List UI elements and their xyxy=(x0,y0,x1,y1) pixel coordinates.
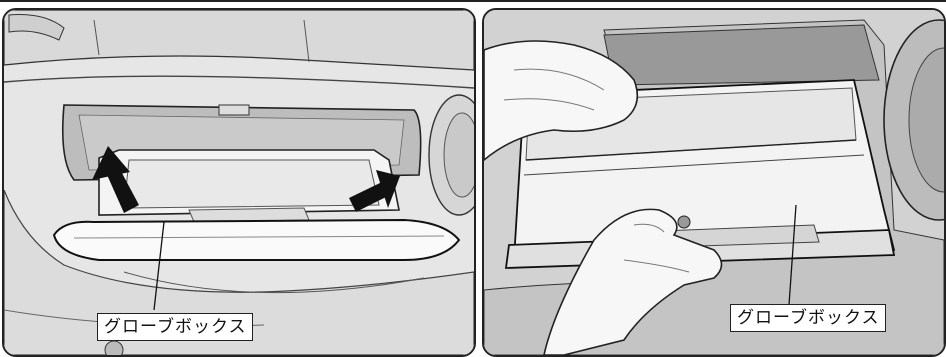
left-illustration-panel: グローブボックス xyxy=(2,8,476,357)
glove-box-label-right: グローブボックス xyxy=(730,304,886,332)
right-illustration-panel: グローブボックス xyxy=(482,8,946,357)
top-rule xyxy=(0,0,946,2)
glove-box-label-left: グローブボックス xyxy=(97,313,253,341)
glove-box-open-illustration xyxy=(4,10,474,355)
